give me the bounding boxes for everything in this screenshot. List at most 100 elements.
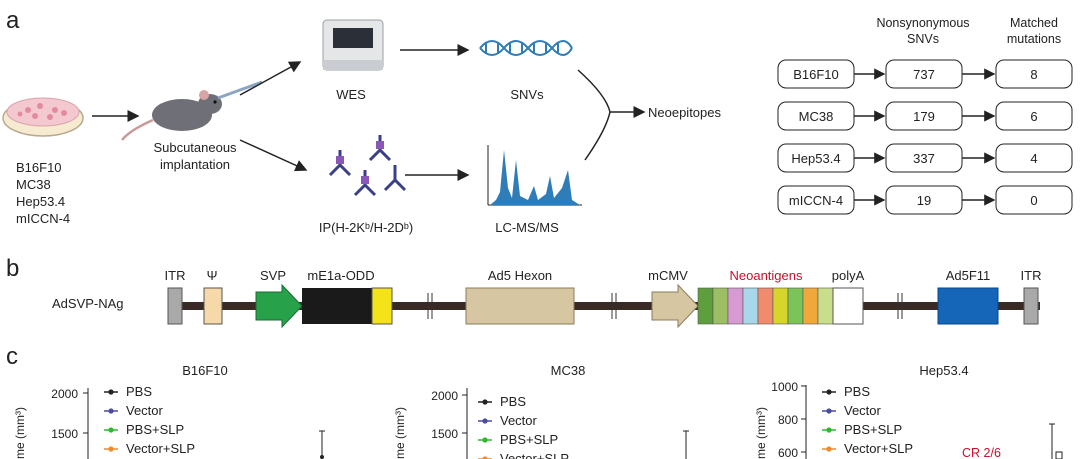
legend-marker	[826, 427, 832, 433]
psi-block	[203, 287, 223, 325]
legend-marker	[108, 446, 114, 452]
legend-marker	[482, 399, 488, 405]
me1a-block	[302, 288, 372, 324]
cell-line-4: mICCN-4	[16, 211, 70, 226]
legend-marker	[482, 418, 488, 424]
legend-label: Vector	[844, 403, 882, 418]
row-line: B16F10	[793, 67, 839, 82]
y-tick-label: 1500	[431, 427, 458, 441]
sequencer-icon	[322, 19, 384, 71]
row-line: MC38	[799, 109, 834, 124]
row-snvs: 737	[913, 67, 935, 82]
y-tick-label: 2000	[431, 389, 458, 403]
legend-label: Vector+SLP	[844, 441, 913, 456]
legend-marker	[108, 389, 114, 395]
mcmv-promoter-arrow	[651, 283, 699, 329]
header-snvs-1: Nonsynonymous	[876, 16, 969, 30]
element-label-itr-right: ITR	[1021, 268, 1042, 283]
legend-marker	[108, 408, 114, 414]
legend-label: PBS	[126, 384, 152, 399]
element-label-svp: SVP	[260, 268, 286, 283]
data-point	[320, 455, 324, 459]
row-matched: 8	[1030, 67, 1037, 82]
legend-label: Vector	[500, 413, 538, 428]
row-snvs: 19	[917, 193, 931, 208]
panel-b-label: b	[6, 255, 19, 282]
element-label-me1a-odd: mE1a-ODD	[307, 268, 374, 283]
petri-dish-icon	[2, 97, 84, 137]
element-label-ad5f11: Ad5F11	[946, 268, 991, 283]
table-row: B16F10 737 8	[777, 59, 1073, 89]
table-row: Hep53.4 337 4	[777, 143, 1073, 173]
header-snvs-2: SNVs	[907, 32, 939, 46]
legend-label: PBS	[500, 394, 526, 409]
header-matched-1: Matched	[1010, 16, 1058, 30]
element-label-neoantigens: Neoantigens	[730, 268, 803, 283]
wes-label: WES	[336, 87, 366, 102]
y-axis-label: me (mm³)	[754, 407, 768, 459]
table-row: MC38 179 6	[777, 101, 1073, 131]
chart-hep53: Hep53.4 1000 800 600 me (mm³) CR 2/6	[754, 363, 1063, 459]
y-tick-label: 1000	[771, 380, 798, 394]
lcms-label: LC-MS/MS	[495, 220, 559, 235]
arrow-mouse-to-wes	[239, 61, 302, 96]
antibody-icon	[328, 135, 407, 197]
dna-icon	[479, 40, 573, 56]
element-label-hexon: Ad5 Hexon	[488, 268, 552, 283]
hexon-block	[465, 287, 575, 325]
data-point	[1055, 451, 1063, 459]
chart-b16f10: B16F10 2000 1500 me (mm³)	[13, 363, 325, 459]
svp-promoter-arrow	[255, 283, 303, 329]
implant-label-1: Subcutaneous	[153, 140, 237, 155]
legend-label: PBS+SLP	[126, 422, 184, 437]
odd-block	[371, 287, 393, 325]
legend-marker	[826, 389, 832, 395]
row-snvs: 179	[913, 109, 935, 124]
row-matched: 4	[1030, 151, 1037, 166]
chart-mc38: MC38 2000 1500 me (mm³)	[393, 363, 689, 459]
row-line: mICCN-4	[789, 193, 843, 208]
table-row: mICCN-4 19 0	[777, 185, 1073, 215]
y-axis-label: me (mm³)	[393, 407, 407, 459]
itr-right-block	[1023, 287, 1039, 325]
implant-label-2: implantation	[160, 157, 230, 172]
element-label-mcmv: mCMV	[648, 268, 688, 283]
chart-title: MC38	[551, 363, 586, 378]
break-marks	[427, 293, 903, 319]
row-snvs: 337	[913, 151, 935, 166]
row-line: Hep53.4	[791, 151, 840, 166]
row-matched: 0	[1030, 193, 1037, 208]
legend-marker	[108, 427, 114, 433]
panel-c-label: c	[6, 343, 18, 370]
cell-line-3: Hep53.4	[16, 194, 65, 209]
legend-marker	[482, 437, 488, 443]
y-tick-label: 1500	[51, 427, 78, 441]
y-tick-label: 2000	[51, 387, 78, 401]
legend-label: Vector+SLP	[126, 441, 195, 456]
row-matched: 6	[1030, 109, 1037, 124]
legend-marker	[482, 456, 488, 459]
chart-title: B16F10	[182, 363, 228, 378]
itr-left-block	[167, 287, 183, 325]
legend-marker	[826, 408, 832, 414]
legend-label: Vector+SLP	[500, 451, 569, 459]
construct-name: AdSVP-NAg	[52, 296, 124, 311]
cell-line-2: MC38	[16, 177, 51, 192]
legend-label: PBS+SLP	[844, 422, 902, 437]
chart-title: Hep53.4	[919, 363, 968, 378]
mouse-icon	[121, 80, 263, 141]
legend-label: PBS+SLP	[500, 432, 558, 447]
legend-marker	[826, 446, 832, 452]
polya-block	[832, 287, 864, 325]
legend-label: PBS	[844, 384, 870, 399]
cr-annotation: CR 2/6	[962, 446, 1001, 459]
element-label-polya: polyA	[832, 268, 865, 283]
element-label-itr-left: ITR	[165, 268, 186, 283]
panel-a-label: a	[6, 7, 20, 34]
y-axis-label: me (mm³)	[13, 407, 27, 459]
cell-line-list: B16F10 MC38 Hep53.4 mICCN-4	[16, 160, 70, 226]
arrow-mouse-to-ip	[239, 139, 308, 172]
neoepitopes-label: Neoepitopes	[648, 105, 721, 120]
y-tick-label: 600	[778, 446, 798, 459]
